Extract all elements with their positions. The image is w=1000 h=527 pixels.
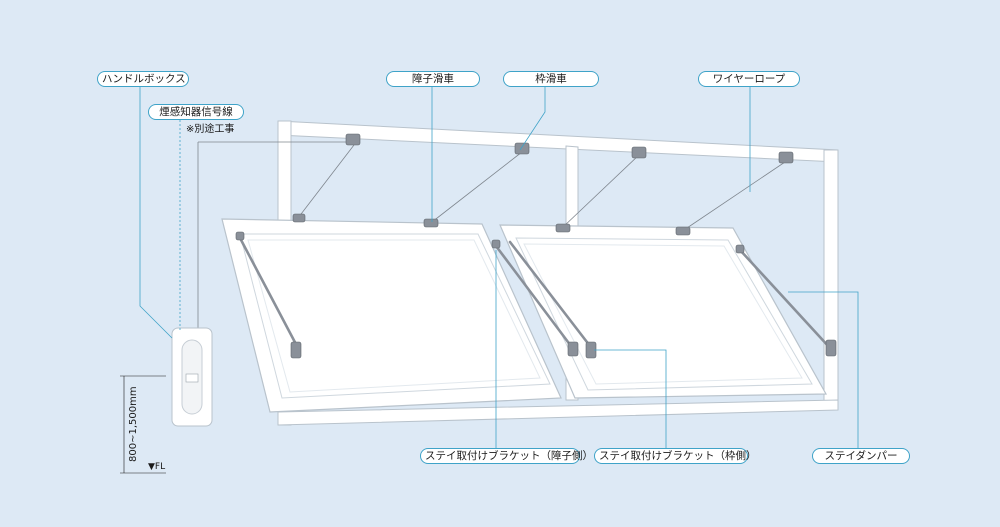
handle-box-label: ハンドルボックス: [97, 71, 189, 87]
handle-box: [171, 327, 213, 427]
wire-rope-label: ワイヤーロープ: [698, 71, 800, 87]
smoke-sensor-line-label: 煙感知器信号線: [148, 104, 244, 120]
hardware-parts: [235, 133, 837, 359]
stay-bracket-frame-label: ステイ取付けブラケット（枠側）: [594, 448, 757, 464]
left-sash: [221, 218, 562, 413]
stay-bracket-panel-label: ステイ取付けブラケット（障子側）: [420, 448, 593, 464]
height-dimension: [120, 375, 166, 474]
leader-lines: [139, 78, 859, 449]
wire-ropes: [197, 141, 789, 330]
floor-level-marker: ▼FL: [148, 462, 166, 472]
panel-pulley-label: 障子滑車: [386, 71, 480, 87]
stay-damper-label: ステイダンパー: [812, 448, 910, 464]
stay-dampers: [238, 236, 832, 352]
frame-pulley-label: 枠滑車: [503, 71, 599, 87]
separate-work-note: ※別途工事: [186, 124, 235, 135]
height-range-text: 800~1,500mm: [128, 386, 139, 462]
